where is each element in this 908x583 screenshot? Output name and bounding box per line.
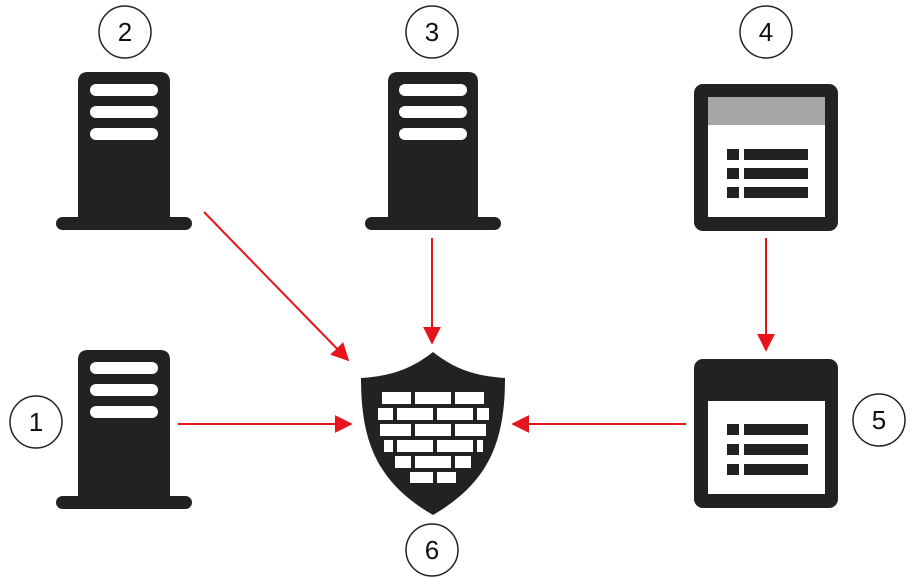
server-2: 2 [56,5,192,230]
node-number-circle [852,393,906,447]
application-window-icon [694,359,838,508]
app-window-5: 5 [694,359,906,508]
application-window-icon [694,84,838,231]
node-number-circle [405,523,459,577]
node-number-circle [9,395,63,449]
node-number-5: 5 [872,405,886,435]
server-icon [56,72,192,230]
server-3: 3 [365,5,501,230]
firewall-6: 6 [361,352,505,577]
node-number-4: 4 [759,17,773,47]
node-number-2: 2 [118,17,132,47]
arrow-2-to-6 [203,211,350,362]
node-number-circle [739,5,793,59]
app-window-4: 4 [694,5,838,231]
server-1: 1 [9,350,192,509]
node-number-3: 3 [425,17,439,47]
arrows [178,211,775,433]
server-icon [56,350,192,509]
node-number-1: 1 [29,407,43,437]
node-number-6: 6 [425,535,439,565]
node-number-circle [98,5,152,59]
server-icon [365,72,501,230]
node-number-circle [405,5,459,59]
firewall-shield-icon [361,352,505,515]
